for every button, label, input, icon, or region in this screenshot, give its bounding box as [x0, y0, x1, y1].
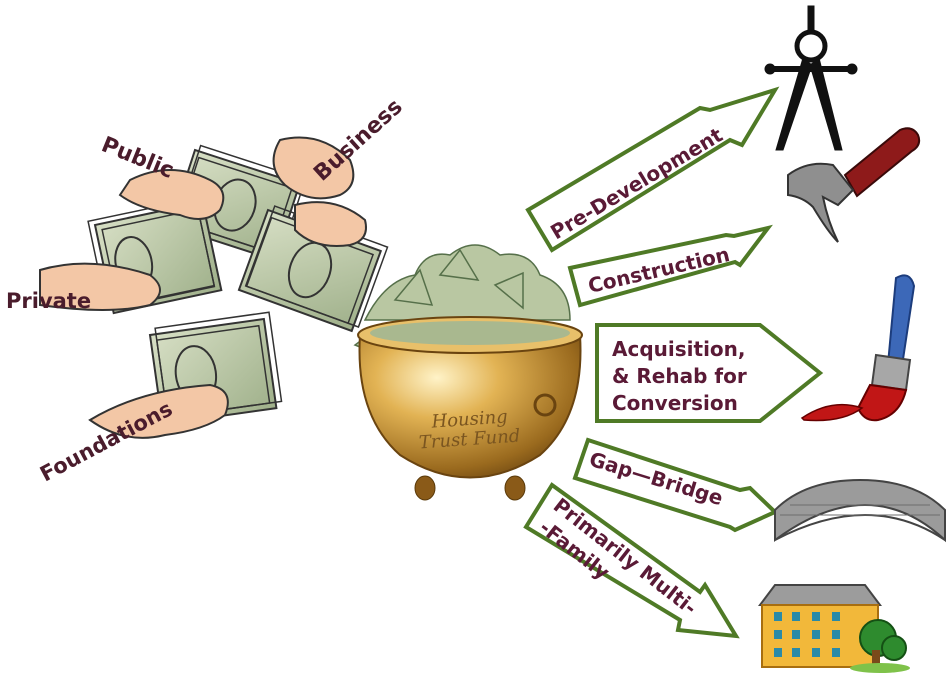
bridge-icon — [774, 478, 946, 543]
hand-private — [39, 262, 161, 311]
use-arrows — [523, 86, 824, 639]
source-label-business: Business — [309, 94, 407, 186]
hand-foundations — [88, 383, 229, 439]
arrow-multifamily — [523, 482, 740, 639]
building-icon — [758, 584, 910, 673]
label-acquisition-line3: Conversion — [612, 391, 738, 415]
hand-public — [118, 169, 225, 220]
hand-business-lower — [294, 201, 367, 247]
source-label-private: Private — [6, 289, 91, 313]
hand-business — [272, 136, 355, 200]
housing-trust-fund-pot: Housing Trust Fund — [353, 244, 583, 501]
paintbrush-icon — [800, 274, 916, 422]
label-acquisition-line1: Acquisition, — [612, 337, 746, 361]
arrow-pre-development — [525, 86, 780, 253]
arrow-acquisition — [595, 323, 824, 423]
arrow-construction — [567, 224, 773, 308]
money-hands-illustration — [39, 136, 389, 439]
arrow-gap-bridge — [572, 437, 779, 533]
compass-icon — [764, 5, 858, 151]
hammer-icon — [787, 127, 921, 243]
label-acquisition-line2: & Rehab for — [612, 364, 747, 388]
